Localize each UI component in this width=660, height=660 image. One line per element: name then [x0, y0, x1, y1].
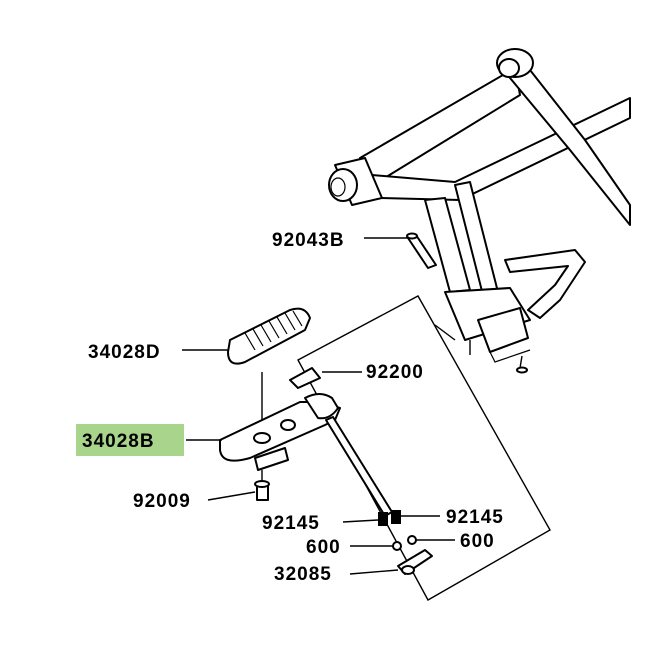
leader-lines: [182, 237, 455, 575]
label-92043B: 92043B: [272, 230, 345, 251]
springs-92145: [378, 510, 401, 526]
label-92009: 92009: [133, 491, 191, 512]
label-92145-left: 92145: [262, 513, 320, 534]
highlight-box-34028B: [76, 424, 184, 456]
footpeg-rubber-34028D: [227, 307, 311, 428]
dowel-pin-92043B: [406, 232, 437, 269]
pivot-shaft: [325, 416, 393, 517]
label-600-left: 600: [306, 537, 341, 558]
clip-32085: [397, 549, 433, 575]
label-92145-right: 92145: [446, 507, 504, 528]
label-600-right: 600: [460, 531, 495, 552]
bolt-92009: [254, 480, 270, 501]
label-92200: 92200: [366, 362, 424, 383]
balls-600: [392, 535, 417, 551]
label-32085: 32085: [274, 564, 332, 585]
frame-assembly: [328, 48, 631, 374]
label-34028D: 34028D: [88, 342, 161, 363]
label-34028B: 34028B: [82, 431, 155, 452]
footpeg-34028B: [219, 393, 341, 482]
washer-92200: [289, 367, 321, 389]
